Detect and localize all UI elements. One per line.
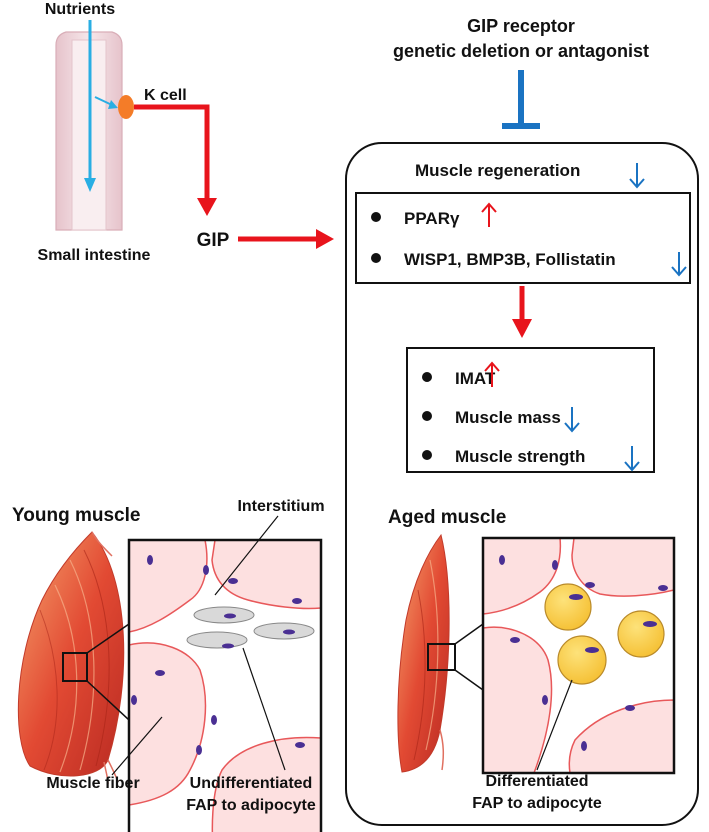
- aged-muscle-illustration: [397, 533, 450, 773]
- ppar-label: PPARγ: [404, 209, 460, 228]
- undifferentiated-label-line2: FAP to adipocyte: [186, 797, 316, 814]
- inhibition-symbol: [502, 70, 540, 129]
- bullet: [422, 372, 432, 382]
- young-muscle-title: Young muscle: [12, 505, 140, 526]
- aged-zoom-square: [427, 643, 456, 671]
- k-cell-label: K cell: [144, 87, 187, 104]
- zoom-line: [86, 680, 130, 721]
- bullet: [422, 450, 432, 460]
- up-arrow-icon: [481, 202, 497, 227]
- differentiated-label-line1: Differentiated: [485, 773, 588, 790]
- gip-to-muscle-arrow: [238, 229, 334, 249]
- aged-cross-section: [481, 536, 676, 775]
- young-zoom-square: [62, 652, 88, 682]
- nutrients-label: Nutrients: [45, 1, 115, 18]
- muscle-effects-panel: [345, 142, 699, 826]
- young-muscle-illustration: [17, 531, 125, 785]
- differentiated-label-line2: FAP to adipocyte: [472, 795, 602, 812]
- k-cell: [118, 95, 134, 119]
- muscle-mass-label: Muscle mass: [455, 408, 561, 427]
- muscle-regeneration-label: Muscle regeneration: [415, 161, 580, 180]
- interstitium-label: Interstitium: [237, 498, 324, 515]
- down-arrow-icon: [671, 252, 687, 277]
- gip-receptor-title: GIP receptor: [467, 16, 575, 36]
- imat-label: IMAT: [455, 369, 496, 388]
- zoom-line: [86, 623, 130, 654]
- differentiated-pointer: [536, 679, 573, 771]
- small-intestine-label: Small intestine: [38, 247, 151, 264]
- bullet: [422, 411, 432, 421]
- muscle-fiber-label: Muscle fiber: [46, 775, 139, 792]
- signaling-factors-box: [355, 192, 691, 284]
- aged-muscle-title: Aged muscle: [388, 507, 506, 528]
- down-arrow-icon: [564, 407, 580, 433]
- interstitium-pointer: [214, 515, 279, 596]
- undifferentiated-label-line1: Undifferentiated: [190, 775, 313, 792]
- k-cell-to-gip-arrow: [134, 104, 217, 216]
- young-cross-section: [127, 538, 323, 832]
- muscle-strength-label: Muscle strength: [455, 447, 585, 466]
- zoom-line: [454, 623, 484, 645]
- undifferentiated-pointer: [242, 647, 286, 771]
- up-arrow-icon: [484, 361, 500, 387]
- nutrient-flow-arrow: [84, 20, 118, 192]
- gip-receptor-subtitle: genetic deletion or antagonist: [393, 41, 649, 61]
- down-arrow-icon: [629, 163, 645, 189]
- gip-label: GIP: [197, 230, 230, 251]
- muscle-fiber-pointer: [111, 716, 163, 776]
- zoom-line: [454, 669, 484, 691]
- bullet: [371, 212, 381, 222]
- bullet: [371, 253, 381, 263]
- down-arrow-icon: [624, 446, 640, 472]
- muscle-outcomes-box: [406, 347, 655, 473]
- wisp-label: WISP1, BMP3B, Follistatin: [404, 250, 616, 269]
- box-to-box-arrow: [512, 286, 532, 338]
